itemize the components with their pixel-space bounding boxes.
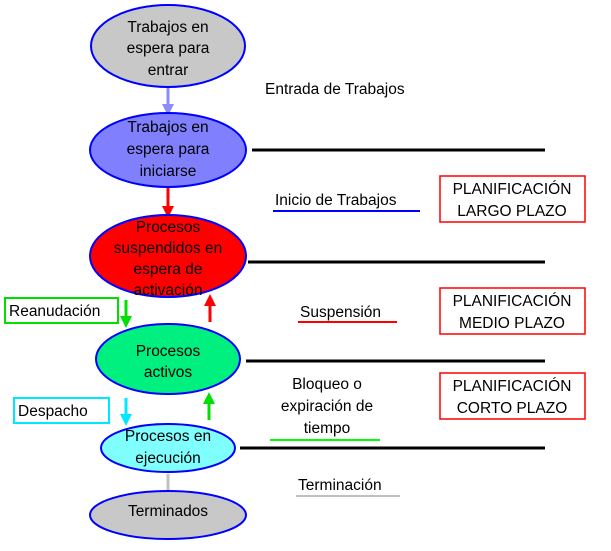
state-finished: Terminados <box>89 490 247 540</box>
planning-label: PLANIFICACIÓN <box>453 293 572 310</box>
planning-long-term: PLANIFICACIÓN LARGO PLAZO <box>439 175 586 223</box>
state-label: Procesos <box>136 343 201 360</box>
planning-label: CORTO PLAZO <box>457 400 568 417</box>
state-label: Procesos en <box>125 428 211 445</box>
state-active: Procesos activos <box>95 323 241 395</box>
state-waiting-entry: Trabajos en espera para entrar <box>90 4 246 88</box>
state-running: Procesos en ejecución <box>100 423 236 473</box>
state-label: entrar <box>148 62 189 79</box>
state-label: Terminados <box>128 503 208 520</box>
state-label: activación <box>134 282 203 299</box>
state-label: Procesos <box>136 219 201 236</box>
state-label: iniciarse <box>140 163 197 180</box>
label-inicio: Inicio de Trabajos <box>275 192 397 209</box>
label-entrada: Entrada de Trabajos <box>265 81 405 98</box>
label-bloqueo: tiempo <box>304 420 351 437</box>
label-bloqueo: Bloqueo o <box>292 376 362 393</box>
state-label: espera para <box>127 141 210 158</box>
planning-label: MEDIO PLAZO <box>459 315 565 332</box>
state-label: espera para <box>127 40 210 57</box>
state-label: suspendidos en <box>114 240 223 257</box>
state-label: ejecución <box>135 450 201 467</box>
label-despacho-box: Despacho <box>13 397 110 424</box>
label-terminacion: Terminación <box>298 477 382 494</box>
label-despacho: Despacho <box>18 403 88 420</box>
label-reanudacion-box: Reanudación <box>4 297 119 324</box>
label-reanudacion: Reanudación <box>9 303 100 320</box>
planning-label: LARGO PLAZO <box>457 203 566 220</box>
state-label: espera de <box>134 261 203 278</box>
state-waiting-start: Trabajos en espera para iniciarse <box>89 112 247 188</box>
planning-medium-term: PLANIFICACIÓN MEDIO PLAZO <box>439 287 586 335</box>
label-bloqueo: expiración de <box>281 398 373 415</box>
planning-label: PLANIFICACIÓN <box>453 378 572 395</box>
planning-short-term: PLANIFICACIÓN CORTO PLAZO <box>439 372 586 420</box>
label-suspension: Suspensión <box>300 304 381 321</box>
state-label: Trabajos en <box>127 119 208 136</box>
state-label: activos <box>144 364 192 381</box>
state-suspended: Procesos suspendidos en espera de activa… <box>89 214 247 299</box>
planning-label: PLANIFICACIÓN <box>453 181 572 198</box>
state-label: Trabajos en <box>127 19 208 36</box>
